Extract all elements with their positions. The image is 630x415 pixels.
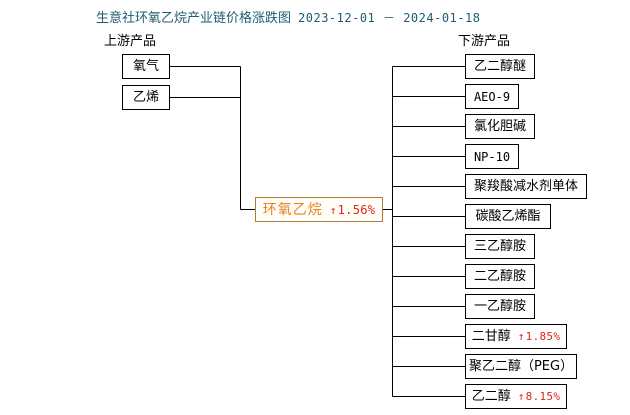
node-downstream-3[interactable]: NP-10	[465, 144, 519, 169]
node-center-ethylene-oxide[interactable]: 环氧乙烷 ↑1.56%	[255, 197, 383, 222]
node-change-value: 8.15%	[525, 390, 561, 403]
node-downstream-8[interactable]: 一乙醇胺	[465, 294, 535, 319]
node-downstream-4[interactable]: 聚羧酸减水剂单体	[465, 174, 587, 199]
downstream-header: 下游产品	[458, 34, 511, 49]
arrow-up-icon: ↑	[517, 390, 525, 403]
node-label: AEO-9	[473, 89, 511, 104]
node-label: 乙烯	[132, 90, 159, 105]
node-label: 乙二醇醚	[473, 59, 526, 74]
node-label: NP-10	[473, 149, 511, 164]
arrow-up-icon: ↑	[329, 203, 337, 217]
arrow-up-icon: ↑	[517, 330, 525, 343]
node-change: ↑1.85%	[518, 331, 561, 342]
node-downstream-7[interactable]: 二乙醇胺	[465, 264, 535, 289]
node-label: 乙二醇	[471, 389, 511, 404]
node-change-value: 1.56%	[337, 202, 376, 217]
node-change: ↑1.56%	[330, 204, 376, 216]
node-label: 一乙醇胺	[473, 299, 526, 314]
node-label: 三乙醇胺	[473, 239, 526, 254]
node-label: 氯化胆碱	[473, 119, 526, 134]
node-downstream-10[interactable]: 聚乙二醇（PEG）	[465, 354, 577, 379]
node-change-value: 1.85%	[525, 330, 561, 343]
node-label: 聚乙二醇（PEG）	[468, 359, 574, 374]
node-change: ↑8.15%	[518, 391, 561, 402]
page-title: 生意社环氧乙烷产业链价格涨跌图 2023-12-01 － 2024-01-18	[96, 7, 480, 26]
node-downstream-6[interactable]: 三乙醇胺	[465, 234, 535, 259]
node-downstream-1[interactable]: AEO-9	[465, 84, 519, 109]
node-label: 聚羧酸减水剂单体	[473, 179, 578, 194]
title-date-range: 2023-12-01 － 2024-01-18	[298, 11, 481, 25]
node-label: 环氧乙烷	[262, 201, 323, 218]
node-upstream-1[interactable]: 乙烯	[122, 85, 170, 110]
node-label: 二乙醇胺	[473, 269, 526, 284]
node-downstream-11[interactable]: 乙二醇 ↑8.15%	[465, 384, 567, 409]
node-downstream-9[interactable]: 二甘醇 ↑1.85%	[465, 324, 567, 349]
title-main: 生意社环氧乙烷产业链价格涨跌图	[96, 11, 292, 26]
node-label: 二甘醇	[471, 329, 511, 344]
node-downstream-5[interactable]: 碳酸乙烯酯	[465, 204, 551, 229]
node-label: 氧气	[132, 59, 159, 74]
node-label: 碳酸乙烯酯	[475, 209, 541, 224]
node-downstream-0[interactable]: 乙二醇醚	[465, 54, 535, 79]
node-upstream-0[interactable]: 氧气	[122, 54, 170, 79]
upstream-header: 上游产品	[104, 34, 157, 49]
node-downstream-2[interactable]: 氯化胆碱	[465, 114, 535, 139]
